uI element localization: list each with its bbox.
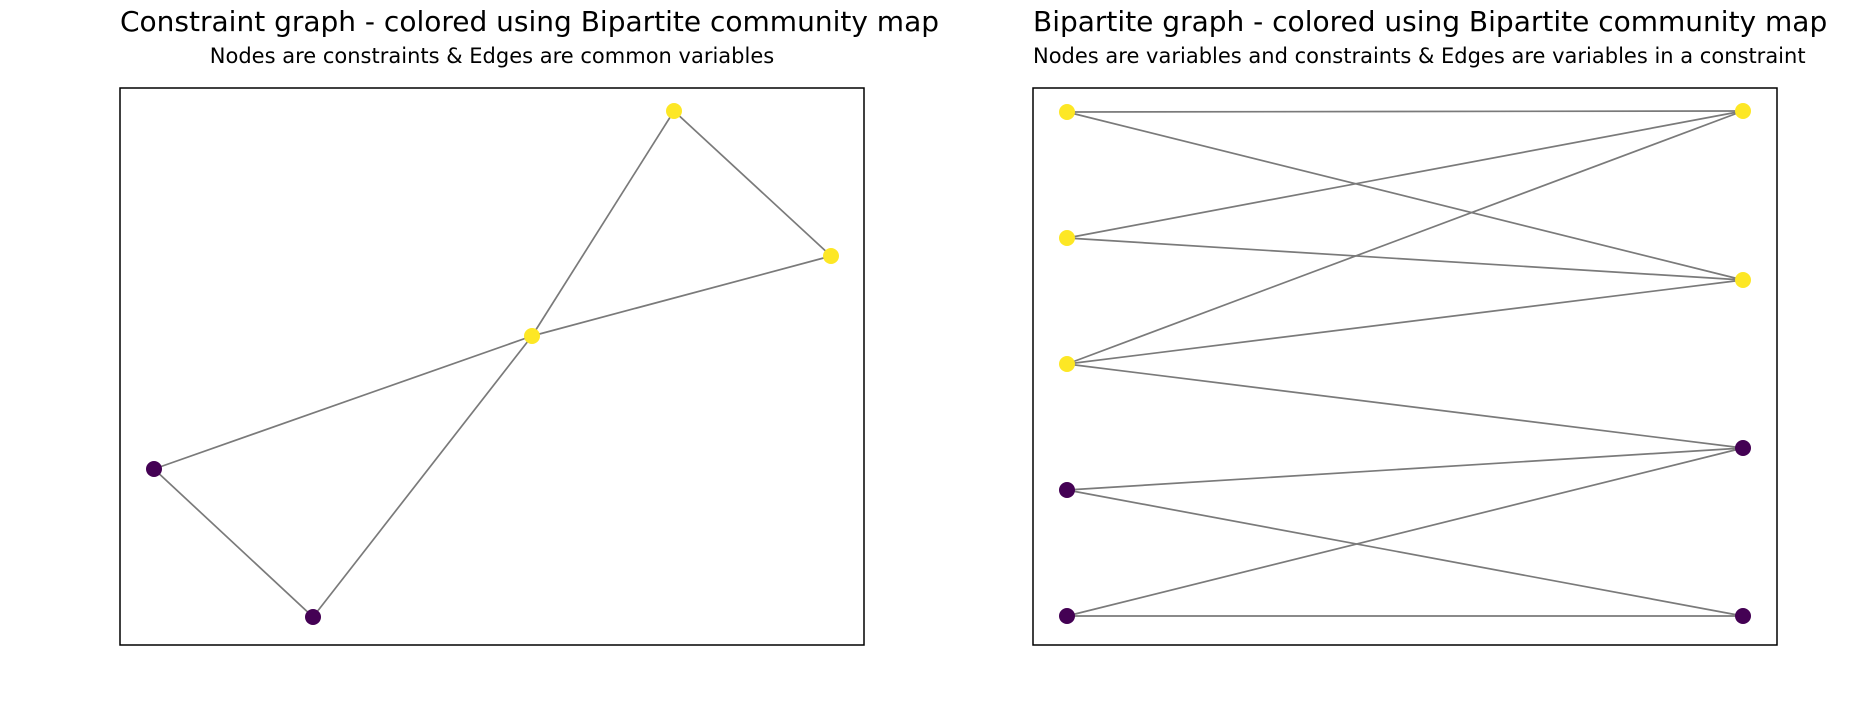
graph-edge-c-center-c-left bbox=[153, 335, 533, 470]
graph-node-c-right bbox=[823, 248, 839, 264]
graph-edge-c-top-c-right bbox=[673, 110, 832, 257]
constraint-graph-axes-box bbox=[119, 87, 865, 646]
graph-node-b-l5 bbox=[1059, 608, 1075, 624]
graph-edge-b-l3-b-r2 bbox=[1066, 279, 1744, 365]
graph-edge-c-right-c-center bbox=[531, 255, 832, 337]
graph-edge-b-l4-b-r3 bbox=[1066, 447, 1744, 491]
graph-edge-b-l5-b-r3 bbox=[1066, 447, 1744, 617]
graph-node-b-r1 bbox=[1735, 103, 1751, 119]
graph-node-b-r3 bbox=[1735, 440, 1751, 456]
graph-edge-c-center-c-bottom bbox=[312, 335, 533, 618]
graph-edge-c-left-c-bottom bbox=[153, 468, 314, 618]
graph-node-b-l2 bbox=[1059, 230, 1075, 246]
graph-edge-c-top-c-center bbox=[531, 110, 675, 337]
graph-node-c-center bbox=[524, 328, 540, 344]
graph-node-b-l4 bbox=[1059, 482, 1075, 498]
graph-node-b-l3 bbox=[1059, 356, 1075, 372]
graph-edge-b-l1-b-r2 bbox=[1066, 111, 1744, 281]
graph-edge-b-l1-b-r1 bbox=[1066, 110, 1744, 113]
graph-node-c-bottom bbox=[305, 609, 321, 625]
graph-edge-b-l3-b-r3 bbox=[1066, 363, 1744, 449]
graph-node-c-top bbox=[666, 103, 682, 119]
graph-edge-b-l2-b-r2 bbox=[1066, 237, 1744, 281]
bipartite-graph-axes-box bbox=[1032, 87, 1778, 646]
graph-edge-b-l3-b-r1 bbox=[1066, 110, 1744, 365]
graph-edge-b-l2-b-r1 bbox=[1066, 110, 1744, 239]
graph-node-c-left bbox=[146, 461, 162, 477]
graph-node-b-r4 bbox=[1735, 608, 1751, 624]
graph-edge-b-l4-b-r4 bbox=[1066, 489, 1744, 617]
graph-node-b-l1 bbox=[1059, 104, 1075, 120]
graph-node-b-r2 bbox=[1735, 272, 1751, 288]
